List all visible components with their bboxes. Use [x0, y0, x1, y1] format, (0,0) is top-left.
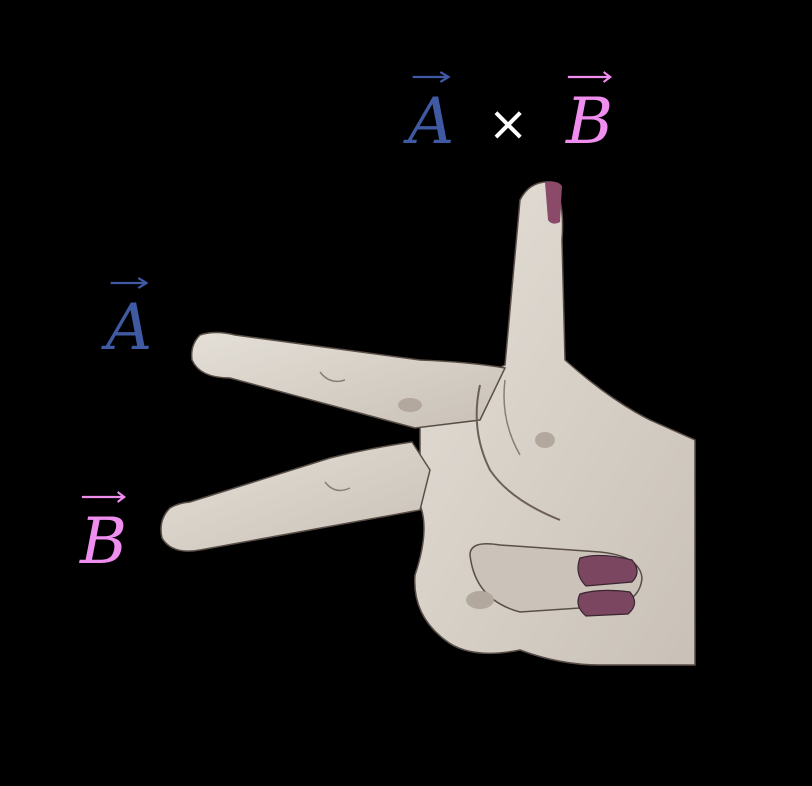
- vector-a-letter: A: [106, 291, 153, 365]
- cross-b-symbol: B: [566, 71, 613, 154]
- vector-arrow-icon: [80, 490, 127, 504]
- knuckle-crease: [324, 481, 351, 492]
- vector-a-label: A: [106, 277, 152, 360]
- cross-operator: ×: [488, 96, 529, 152]
- skin-shadow: [466, 591, 494, 609]
- index-finger-shape: [190, 331, 507, 429]
- finger-nail: [577, 554, 638, 587]
- vector-arrow-icon: [408, 70, 454, 84]
- cross-a-symbol: A: [408, 71, 454, 154]
- vector-arrow-icon: [566, 70, 613, 84]
- vector-a-symbol: A: [106, 277, 152, 360]
- vector-arrow-icon: [106, 276, 152, 290]
- middle-finger-shape: [160, 441, 431, 552]
- vector-b-letter: B: [80, 505, 128, 579]
- vector-b-label: B: [80, 491, 127, 574]
- cross-b-letter: B: [566, 85, 614, 159]
- knuckle-crease: [319, 371, 346, 383]
- cross-a-letter: A: [408, 85, 455, 159]
- vector-b-symbol: B: [80, 491, 127, 574]
- thumb-nail: [545, 181, 562, 224]
- finger-nail: [577, 589, 636, 617]
- palm-crease: [503, 379, 521, 456]
- cross-a-label: A: [408, 71, 454, 154]
- cross-b-label: B: [566, 71, 613, 154]
- skin-shadow: [535, 432, 555, 448]
- skin-shadow: [398, 398, 422, 412]
- palm-crease: [475, 384, 561, 521]
